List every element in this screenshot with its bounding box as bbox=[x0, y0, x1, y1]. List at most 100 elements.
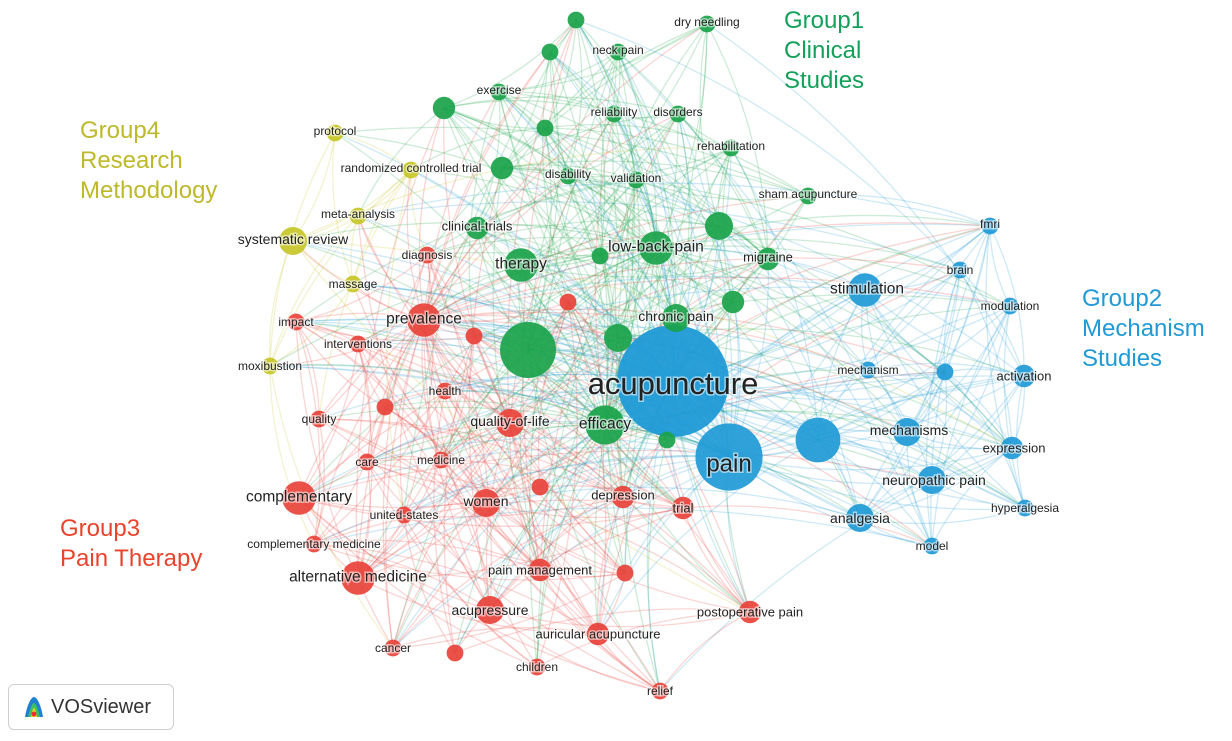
node-unlabeled-37[interactable] bbox=[536, 119, 554, 137]
network-link bbox=[600, 51, 619, 339]
network-link bbox=[443, 107, 601, 257]
node-prevalence[interactable] bbox=[407, 303, 441, 337]
node-systematic-review[interactable] bbox=[279, 227, 307, 255]
network-link bbox=[313, 539, 541, 571]
network-link bbox=[392, 225, 720, 649]
node-children[interactable] bbox=[528, 658, 546, 676]
node-alternative-medicine[interactable] bbox=[341, 561, 375, 595]
node-health[interactable] bbox=[436, 382, 454, 400]
network-link bbox=[476, 227, 601, 257]
node-care[interactable] bbox=[358, 453, 376, 471]
node-rehabilitation[interactable] bbox=[722, 139, 740, 157]
node-unlabeled-34[interactable] bbox=[721, 290, 745, 314]
node-unlabeled-75[interactable] bbox=[616, 564, 634, 582]
node-modulation[interactable] bbox=[1001, 297, 1019, 315]
network-link bbox=[410, 169, 428, 256]
node-brain[interactable] bbox=[951, 261, 969, 279]
node-clinical-trials[interactable] bbox=[465, 216, 489, 240]
node-interventions[interactable] bbox=[349, 335, 367, 353]
node-unlabeled-39[interactable] bbox=[658, 431, 676, 449]
node-quality[interactable] bbox=[310, 410, 328, 428]
node-randomized-controlled-trial[interactable] bbox=[402, 161, 420, 179]
node-medicine[interactable] bbox=[432, 451, 450, 469]
node-unlabeled-38[interactable] bbox=[541, 43, 559, 61]
node-dry-needling[interactable] bbox=[698, 15, 716, 33]
network-link bbox=[520, 179, 637, 266]
node-complementary[interactable] bbox=[282, 481, 316, 515]
node-expression[interactable] bbox=[1000, 436, 1024, 460]
node-unlabeled-14[interactable] bbox=[795, 417, 841, 463]
node-acupuncture[interactable] bbox=[617, 325, 729, 437]
node-complementary-medicine[interactable] bbox=[305, 535, 323, 553]
network-link bbox=[352, 283, 606, 426]
node-label-cancer: cancer bbox=[375, 641, 411, 655]
node-unlabeled-36[interactable] bbox=[490, 156, 514, 180]
node-exercise[interactable] bbox=[490, 83, 508, 101]
node-neuropathic-pain[interactable] bbox=[918, 466, 946, 494]
node-unlabeled-31[interactable] bbox=[500, 322, 556, 378]
vosviewer-badge[interactable]: VOSviewer bbox=[8, 684, 174, 730]
node-united-states[interactable] bbox=[395, 506, 413, 524]
node-analgesia[interactable] bbox=[846, 504, 874, 532]
node-disability[interactable] bbox=[559, 167, 577, 185]
node-efficacy[interactable] bbox=[585, 405, 625, 445]
node-label-medicine: medicine bbox=[417, 453, 465, 467]
node-disorders[interactable] bbox=[669, 105, 687, 123]
network-link bbox=[867, 362, 1025, 377]
node-impact[interactable] bbox=[287, 313, 305, 331]
node-moxibustion[interactable] bbox=[261, 357, 279, 375]
node-unlabeled-35[interactable] bbox=[432, 96, 456, 120]
node-model[interactable] bbox=[923, 537, 941, 555]
node-relief[interactable] bbox=[651, 682, 669, 700]
node-hyperalgesia[interactable] bbox=[1016, 499, 1034, 517]
node-unlabeled-73[interactable] bbox=[376, 398, 394, 416]
node-unlabeled-74[interactable] bbox=[531, 478, 549, 496]
node-women[interactable] bbox=[472, 489, 500, 517]
node-reliability[interactable] bbox=[605, 105, 623, 123]
node-label-stimulation: stimulation bbox=[830, 280, 904, 297]
node-validation[interactable] bbox=[627, 171, 645, 189]
node-pain[interactable] bbox=[695, 423, 763, 491]
node-fmri[interactable] bbox=[981, 217, 999, 235]
node-trial[interactable] bbox=[671, 496, 695, 520]
network-link bbox=[544, 19, 577, 129]
node-mechanism[interactable] bbox=[859, 361, 877, 379]
network-link bbox=[501, 167, 720, 227]
node-chronic-pain[interactable] bbox=[662, 304, 690, 332]
node-unlabeled-15[interactable] bbox=[936, 363, 954, 381]
node-activation[interactable] bbox=[1012, 364, 1036, 388]
node-meta-analysis[interactable] bbox=[349, 207, 367, 225]
node-protocol[interactable] bbox=[326, 124, 344, 142]
node-unlabeled-72[interactable] bbox=[465, 327, 483, 345]
node-auricular-acupuncture[interactable] bbox=[586, 622, 610, 646]
node-postoperative-pain[interactable] bbox=[738, 600, 762, 624]
node-unlabeled-41[interactable] bbox=[567, 11, 585, 29]
node-unlabeled-33[interactable] bbox=[705, 212, 733, 240]
node-unlabeled-76[interactable] bbox=[446, 644, 464, 662]
network-link bbox=[392, 502, 487, 649]
network-link bbox=[604, 113, 630, 426]
node-cancer[interactable] bbox=[384, 639, 402, 657]
node-pain-management[interactable] bbox=[528, 558, 552, 582]
node-neck-pain[interactable] bbox=[609, 43, 627, 61]
node-unlabeled-71[interactable] bbox=[559, 293, 577, 311]
node-unlabeled-32[interactable] bbox=[604, 324, 632, 352]
node-sham-acupuncture[interactable] bbox=[799, 187, 817, 205]
node-therapy[interactable] bbox=[504, 248, 538, 282]
node-acupressure[interactable] bbox=[476, 596, 504, 624]
node-depression[interactable] bbox=[611, 485, 635, 509]
node-quality-of-life[interactable] bbox=[496, 409, 524, 437]
cluster-label-group2: Group2 Mechanism Studies bbox=[1082, 284, 1205, 374]
network-link bbox=[675, 113, 690, 319]
node-migraine[interactable] bbox=[756, 247, 780, 271]
node-mechanisms[interactable] bbox=[893, 418, 921, 446]
node-low-back-pain[interactable] bbox=[639, 231, 673, 265]
network-link bbox=[392, 572, 626, 649]
node-stimulation[interactable] bbox=[848, 273, 882, 307]
node-unlabeled-40[interactable] bbox=[591, 247, 609, 265]
network-link bbox=[575, 19, 606, 257]
network-link bbox=[906, 225, 991, 433]
node-diagnosis[interactable] bbox=[418, 246, 436, 264]
network-link bbox=[357, 319, 425, 579]
node-massage[interactable] bbox=[344, 275, 362, 293]
